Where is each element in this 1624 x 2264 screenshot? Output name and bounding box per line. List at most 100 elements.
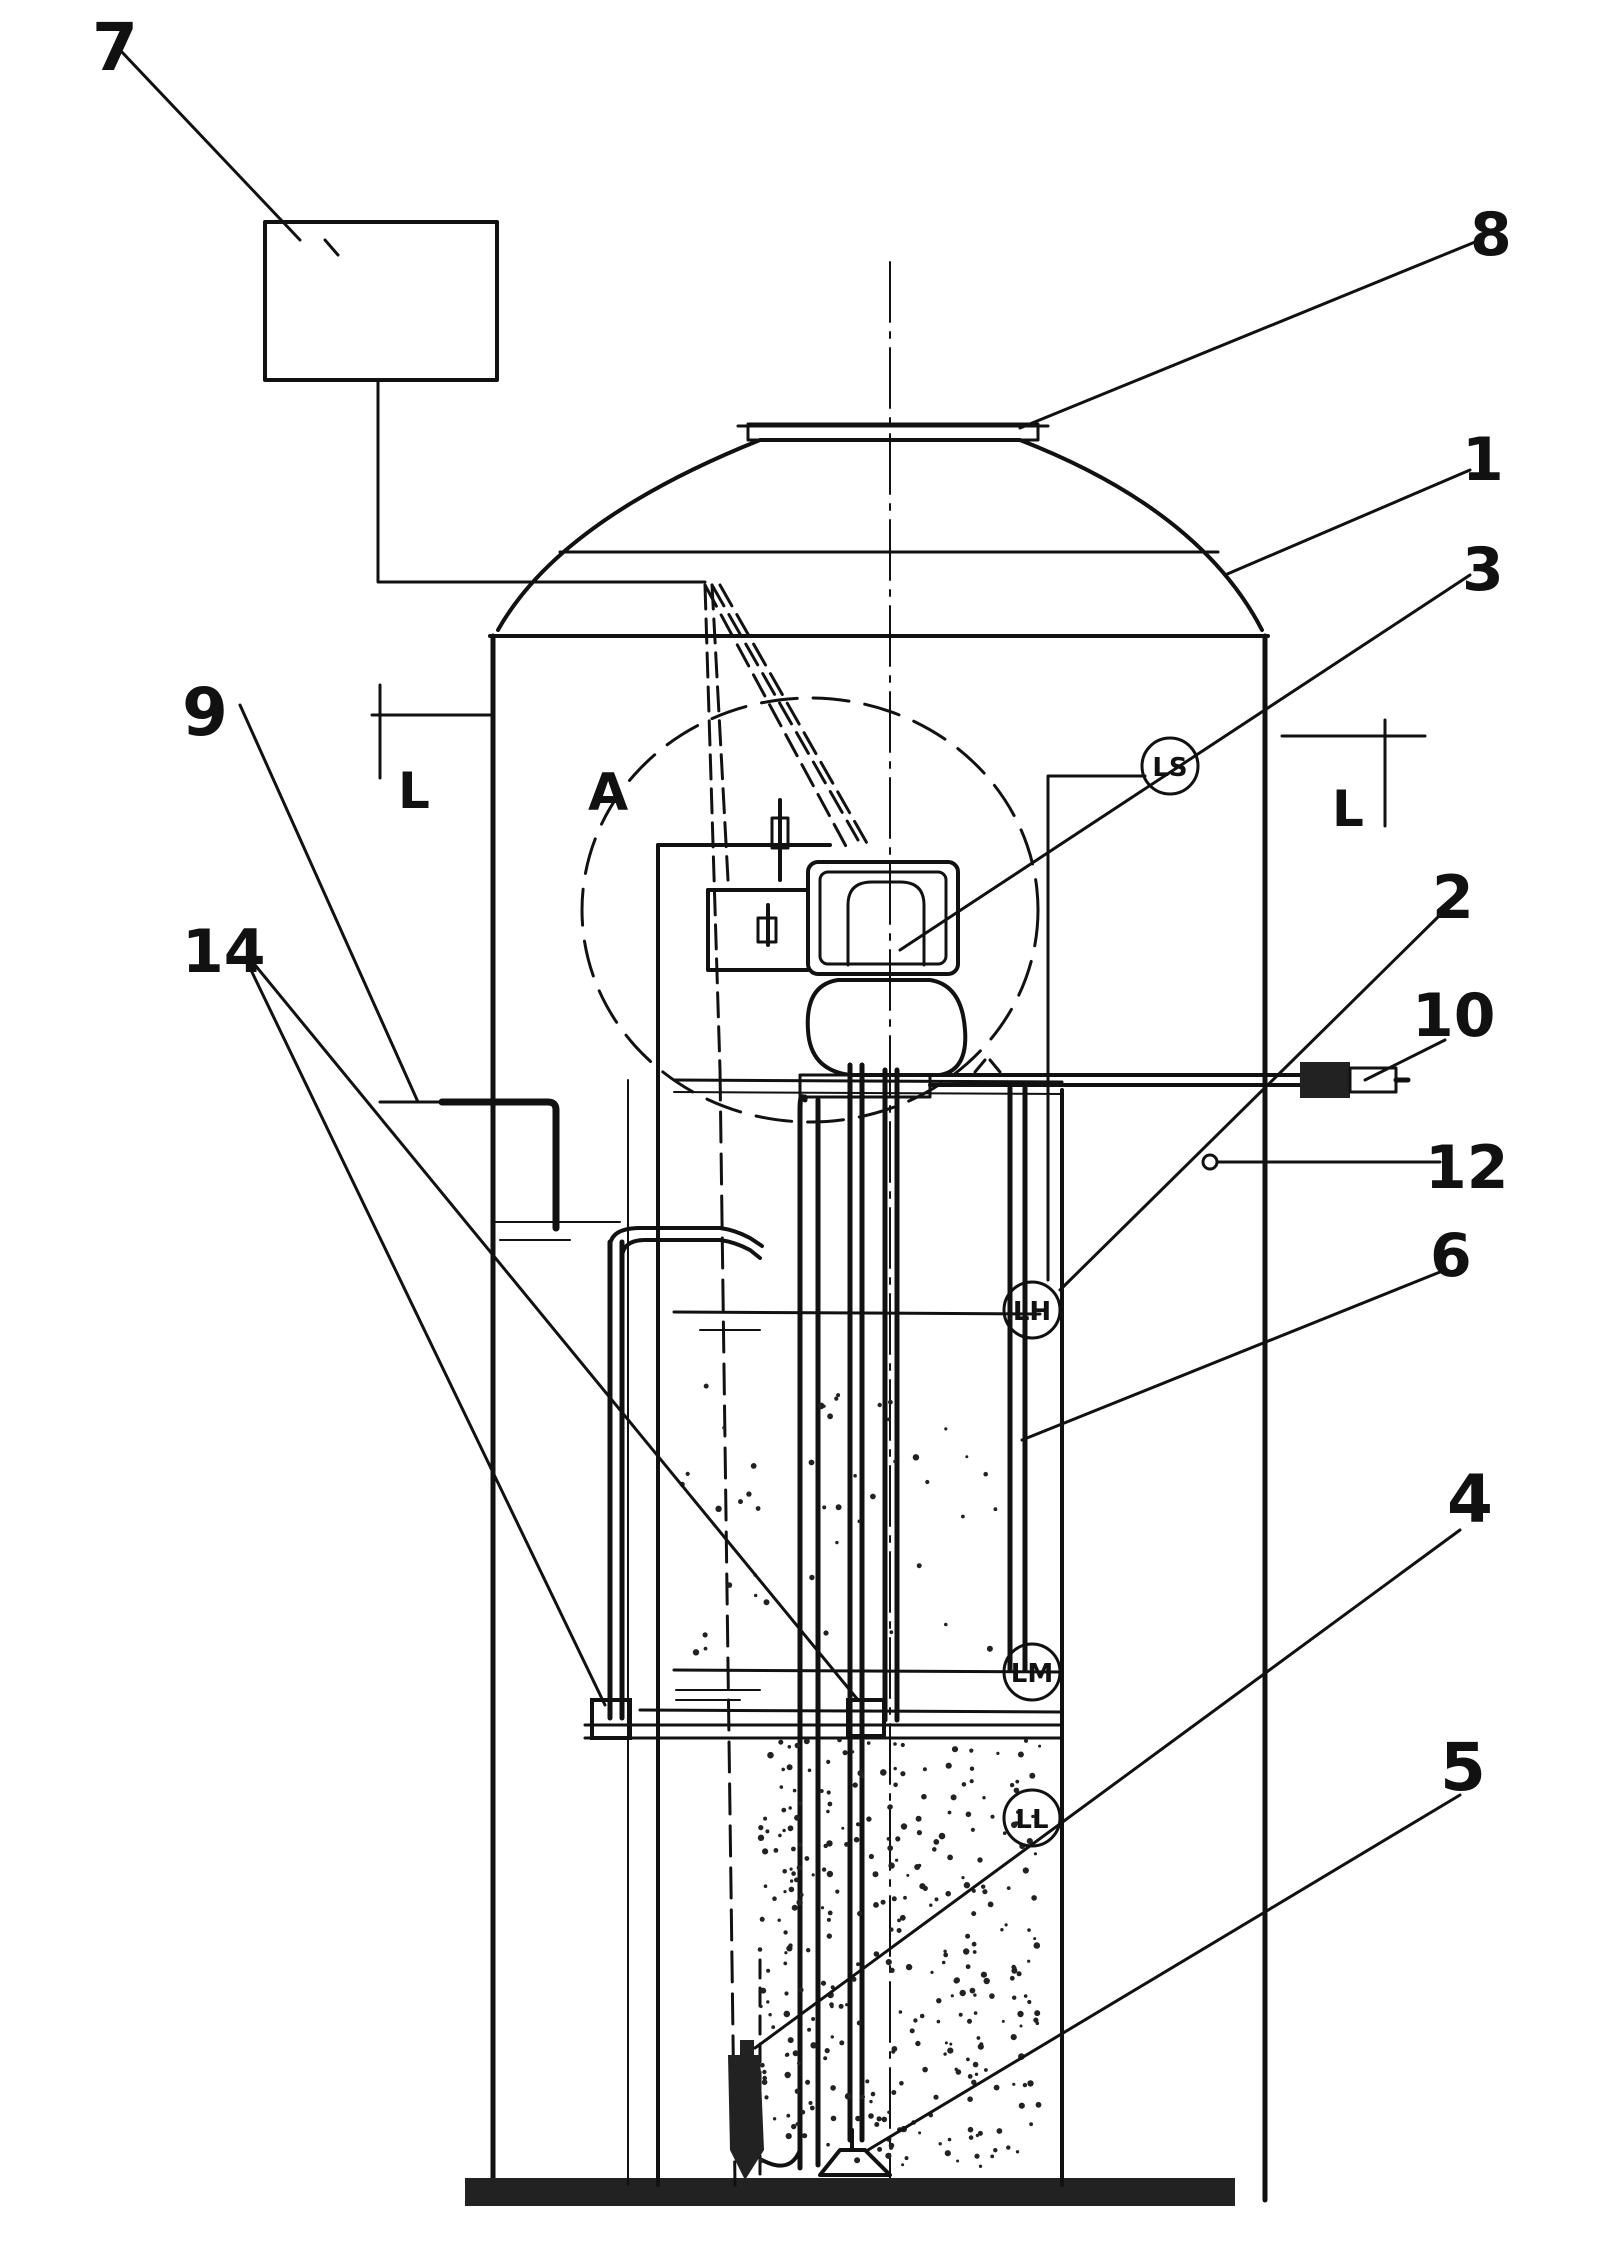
media-dot xyxy=(1027,1999,1032,2005)
media-dot xyxy=(845,2003,849,2007)
media-dot xyxy=(857,1910,863,1917)
media-dot xyxy=(938,1832,946,1840)
media-dot xyxy=(903,1895,907,1900)
media-dot xyxy=(1000,1928,1004,1932)
media-dot xyxy=(796,1865,802,1871)
media-dot xyxy=(838,2003,844,2009)
valve-frame xyxy=(656,798,832,972)
media-dot xyxy=(842,1750,848,1756)
control-valve xyxy=(798,860,968,1099)
media-dot xyxy=(972,2061,979,2068)
media-dot xyxy=(1029,2122,1033,2127)
media-dot xyxy=(773,1848,779,1853)
media-dot xyxy=(959,1989,966,1997)
media-dot xyxy=(784,1991,789,1996)
ref-12: 12 xyxy=(1425,1133,1509,1203)
media-dot xyxy=(1033,1937,1037,1941)
media-dot xyxy=(983,1977,990,1985)
media-dot xyxy=(844,1842,849,1847)
media-dot xyxy=(692,1649,700,1656)
leader-lines xyxy=(118,48,1482,2152)
media-dot xyxy=(955,2069,962,2075)
media-dot xyxy=(965,1964,971,1970)
media-dot xyxy=(975,2133,980,2138)
media-dot xyxy=(796,1899,803,1906)
media-dot xyxy=(930,1970,934,1974)
media-dot xyxy=(993,1507,998,1512)
media-dot xyxy=(947,1854,953,1861)
section-mark-left: L xyxy=(370,683,492,820)
media-dot xyxy=(830,2085,836,2091)
media-dot xyxy=(759,2004,763,2009)
media-dot xyxy=(943,2052,947,2056)
media-dot xyxy=(777,1918,781,1922)
media-dot xyxy=(961,1876,965,1880)
media-dot xyxy=(797,2061,802,2066)
media-dot xyxy=(873,1902,879,1908)
media-dot xyxy=(803,1738,810,1745)
media-dot xyxy=(808,2101,813,2105)
media-dot xyxy=(783,2010,791,2018)
media-dot xyxy=(971,1888,976,1893)
media-dot xyxy=(811,2017,816,2021)
media-dot xyxy=(783,1890,787,1894)
media-dot xyxy=(866,1816,872,1822)
media-dot xyxy=(1023,1994,1028,1998)
media-dot xyxy=(767,1751,774,1759)
media-dot xyxy=(762,2069,767,2075)
media-dot xyxy=(819,1789,824,1793)
control-cables xyxy=(703,583,870,2187)
media-dot xyxy=(1006,2145,1011,2150)
media-dot xyxy=(887,1417,891,1422)
media-dot xyxy=(853,1474,857,1478)
media-dot xyxy=(981,1884,986,1889)
media-dot xyxy=(977,1857,983,1863)
media-dot xyxy=(1023,1738,1029,1743)
media-dot xyxy=(888,1399,893,1405)
media-dot xyxy=(787,1825,794,1832)
media-dot xyxy=(760,1987,767,1994)
media-dot xyxy=(1016,1810,1020,1814)
media-dot xyxy=(766,2000,770,2004)
media-dot xyxy=(1027,1928,1031,1932)
media-dot xyxy=(969,1748,974,1753)
media-dot xyxy=(870,1493,876,1500)
media-dot xyxy=(1001,2019,1005,2023)
media-dot xyxy=(1014,1821,1019,1826)
media-dot xyxy=(827,1801,833,1807)
media-dot xyxy=(834,1396,839,1401)
media-dot xyxy=(898,2010,903,2014)
media-dot xyxy=(1031,1895,1037,1901)
media-dot xyxy=(844,2093,852,2100)
media-dot xyxy=(982,1889,988,1895)
media-dot xyxy=(786,1945,793,1952)
media-dot xyxy=(980,1971,988,1978)
media-dot xyxy=(807,2027,812,2032)
media-dot xyxy=(965,1933,971,1939)
filter-column xyxy=(492,843,1064,2187)
media-dot xyxy=(893,1459,897,1464)
media-dot xyxy=(1016,1971,1022,1977)
media-dot xyxy=(764,2095,769,2100)
ref-2: 2 xyxy=(1432,863,1474,933)
media-dot xyxy=(778,1833,782,1838)
manhole-cover xyxy=(736,422,1050,442)
media-dot xyxy=(766,1968,771,1973)
reference-numbers: 7 8 1 3 2 10 12 6 4 5 9 14 xyxy=(92,9,1512,1806)
media-dot xyxy=(969,1987,976,1994)
media-dot xyxy=(784,1951,788,1955)
media-dot xyxy=(836,1393,841,1398)
media-dot xyxy=(755,1506,761,1511)
media-dot xyxy=(945,1762,952,1769)
media-dot xyxy=(965,1811,972,1818)
media-dot xyxy=(982,1796,986,1800)
media-dot xyxy=(973,1993,977,1997)
media-dot xyxy=(915,1815,922,1822)
media-dot xyxy=(856,2020,862,2026)
media-dot xyxy=(973,2011,978,2015)
media-dot xyxy=(990,1814,995,1819)
media-dot xyxy=(881,2116,888,2123)
media-dot xyxy=(795,2122,800,2126)
detail-label: A xyxy=(588,763,628,823)
